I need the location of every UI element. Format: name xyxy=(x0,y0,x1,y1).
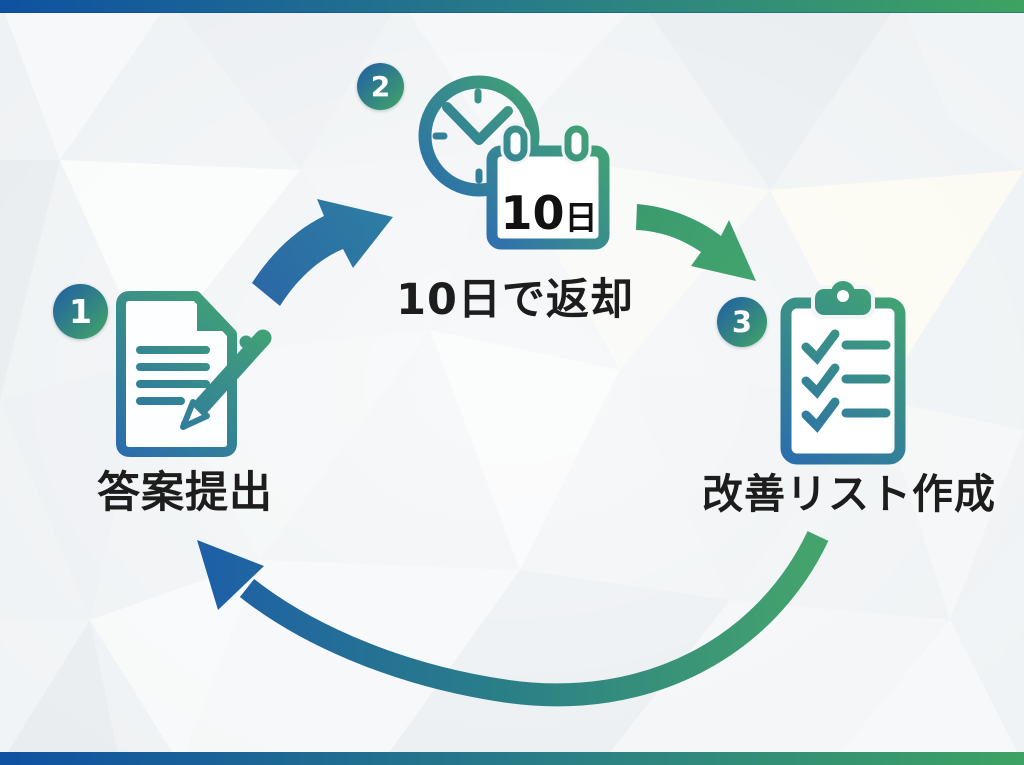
calendar-date-label: 10日 xyxy=(500,186,597,240)
step-3-label: 改善リスト作成 xyxy=(702,470,996,518)
calendar-date-unit: 日 xyxy=(564,198,598,237)
arrow-step1-to-step2-icon xyxy=(252,199,393,306)
clipboard-checklist-icon xyxy=(780,279,906,465)
document-pen-icon xyxy=(116,291,272,457)
clock-icon xyxy=(418,75,540,197)
step-3-number: 3 xyxy=(731,305,753,339)
arrow-step3-to-step1-icon xyxy=(197,531,829,707)
top-accent-bar xyxy=(0,0,1024,13)
step-1-label: 答案提出 xyxy=(97,468,273,518)
step-1-badge: 1 xyxy=(53,284,108,339)
step-1-number: 1 xyxy=(69,292,92,331)
arrow-step2-to-step3-icon xyxy=(636,204,756,281)
step-2-badge: 2 xyxy=(357,63,404,110)
calendar-date-value: 10 xyxy=(500,186,565,240)
bottom-accent-bar xyxy=(0,752,1024,765)
calendar-icon xyxy=(486,122,610,250)
step-3-badge: 3 xyxy=(717,297,767,347)
step-2-number: 2 xyxy=(370,70,391,103)
step-2-label: 10日で返却 xyxy=(396,275,634,325)
